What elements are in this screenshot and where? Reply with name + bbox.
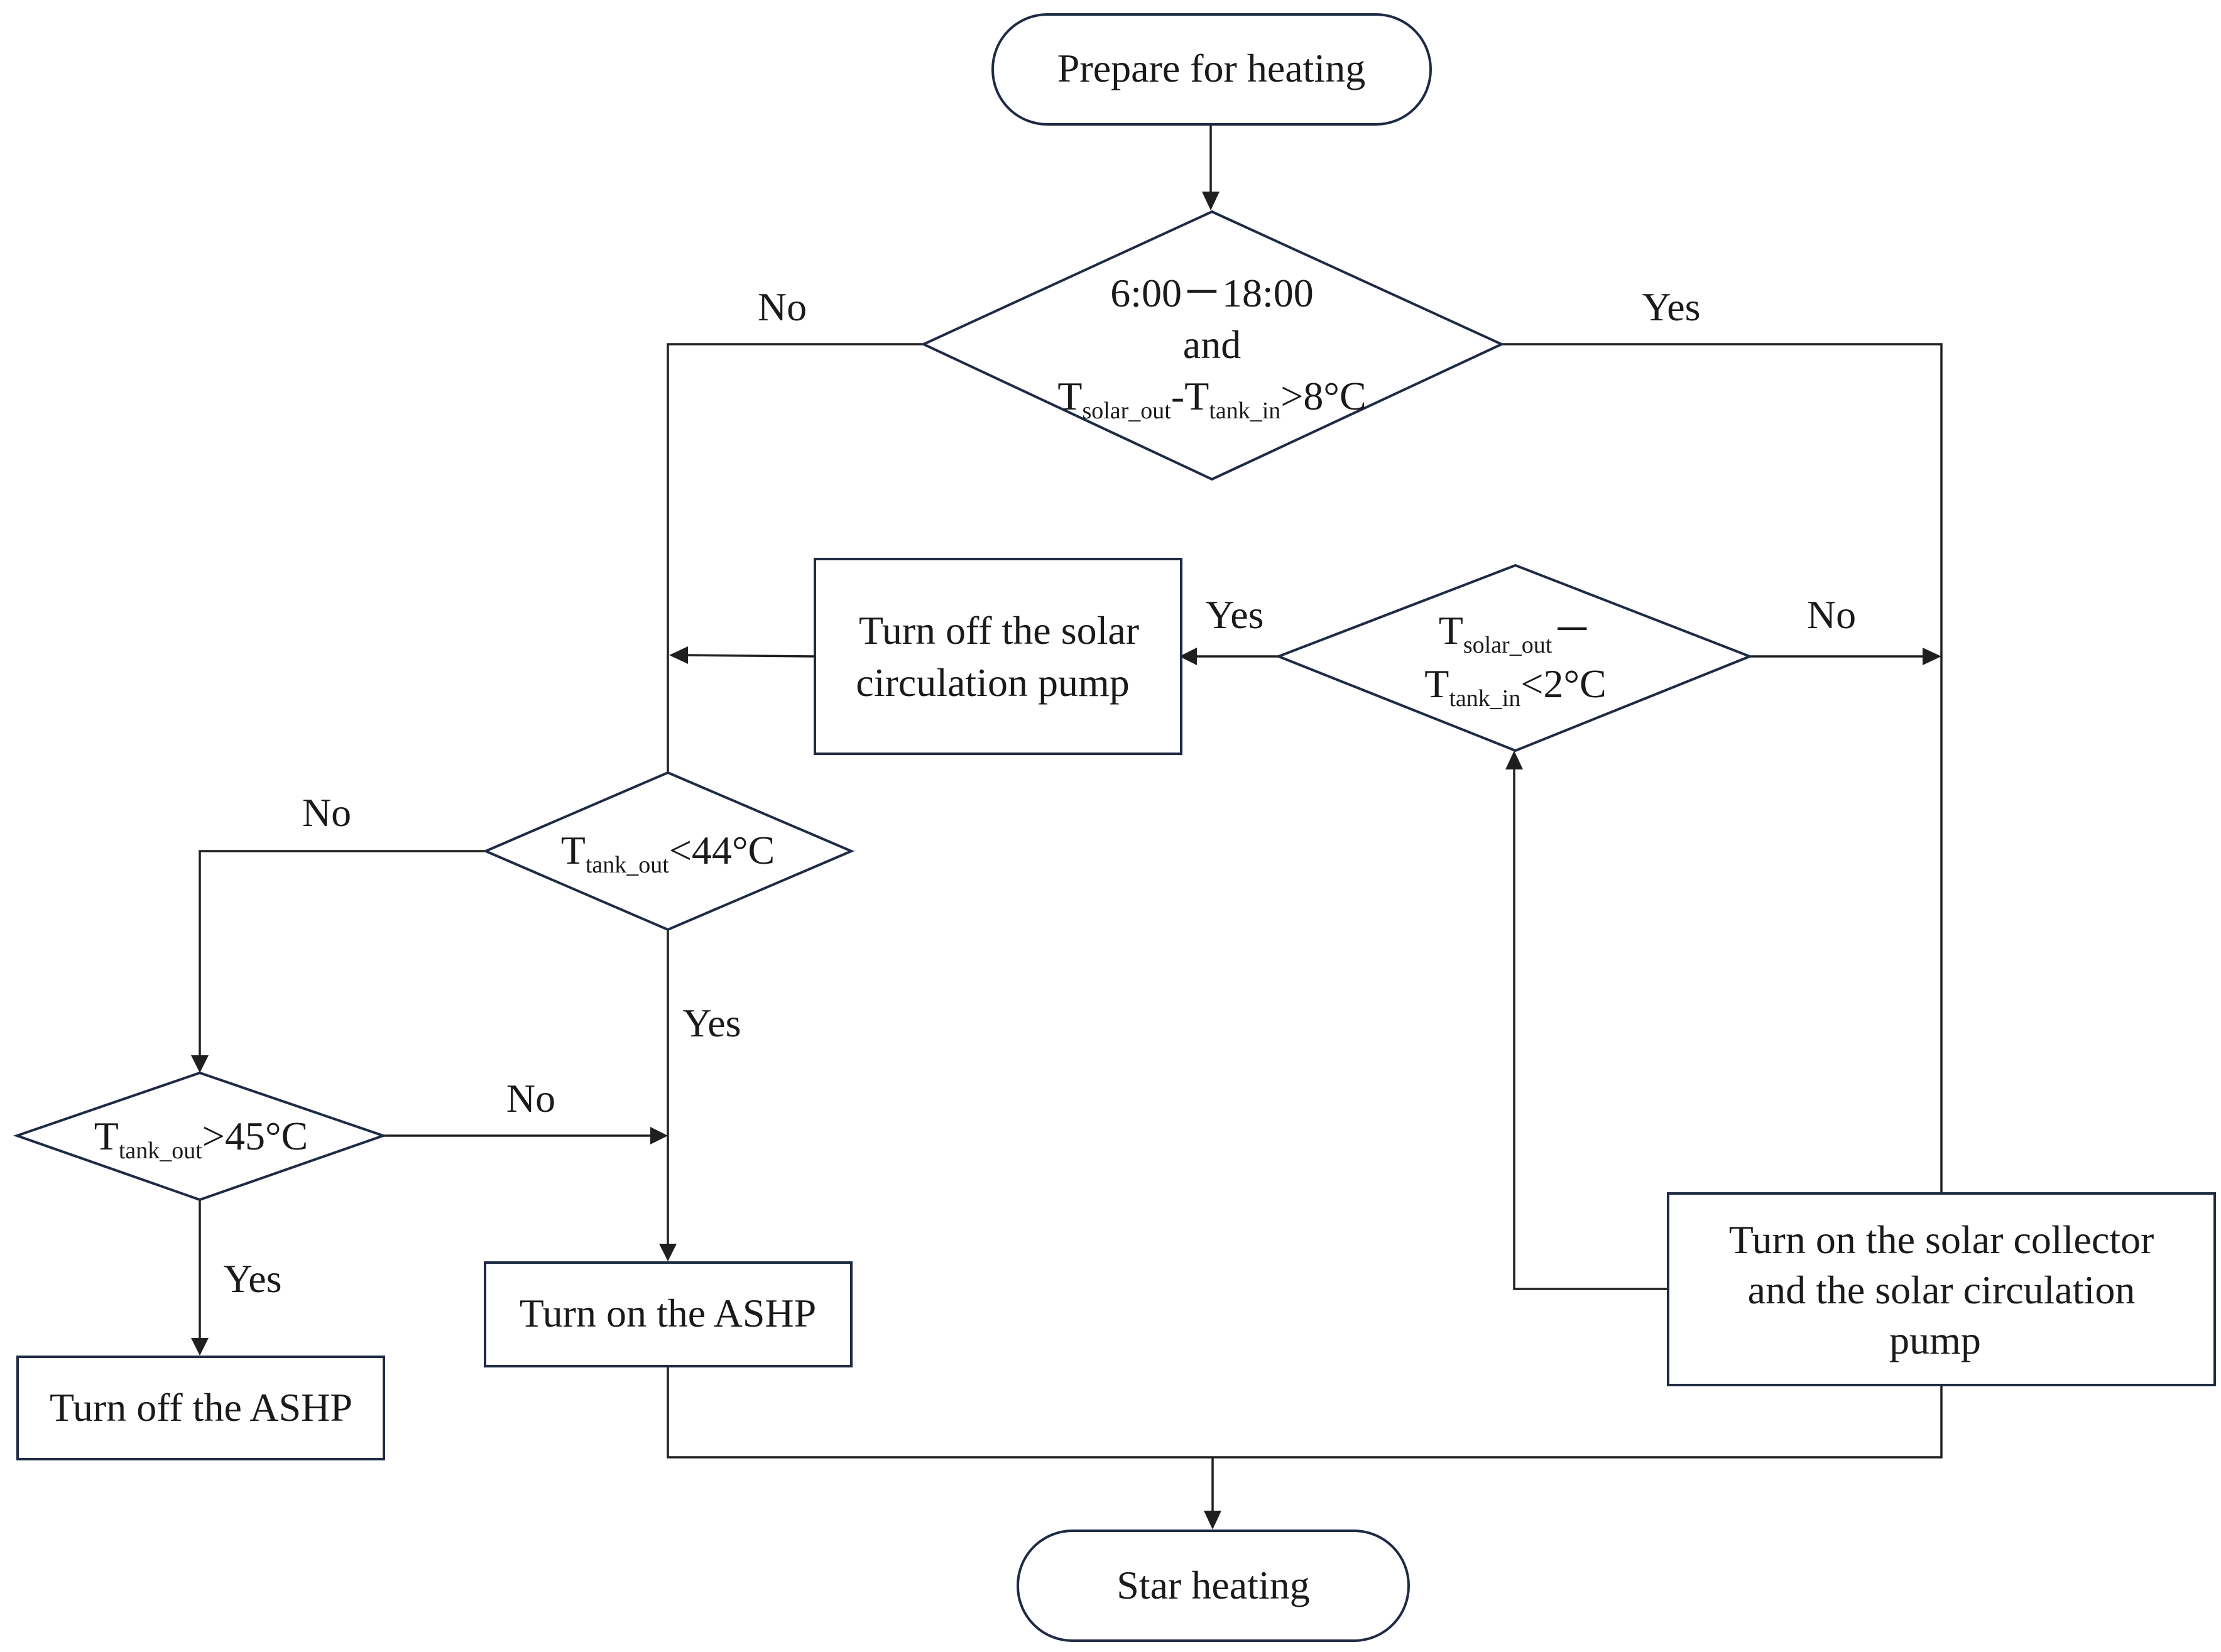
decision-tank45-label: Ttank_out>45°C xyxy=(94,1114,308,1164)
arrowhead xyxy=(1179,648,1197,665)
node-end: Star heating xyxy=(1017,1530,1410,1642)
formula-subscript: tank_in xyxy=(1449,685,1520,712)
arrowhead xyxy=(1204,1511,1221,1530)
node-start: Prepare for heating xyxy=(991,13,1432,126)
node-decision-tank44: Ttank_out<44°C xyxy=(482,771,855,932)
formula-tail: >45°C xyxy=(202,1114,308,1158)
edge-labels: No Yes Yes No No Yes No Yes xyxy=(223,285,1856,1301)
arrowhead xyxy=(669,646,688,664)
decision-time-line2: and xyxy=(1183,322,1241,367)
box-pump-off-line2: circulation pump xyxy=(856,660,1129,705)
formula-symbol: -T xyxy=(1171,374,1209,418)
formula-symbol: T xyxy=(94,1114,119,1158)
label-diff-yes: Yes xyxy=(1205,592,1263,637)
box-ashp-off-label: Turn off the ASHP xyxy=(50,1385,352,1430)
node-decision-tank45: Ttank_out>45°C xyxy=(13,1071,388,1202)
formula-subscript: tank_out xyxy=(586,852,669,878)
formula-subscript: solar_out xyxy=(1463,632,1553,658)
node-end-label: Star heating xyxy=(1116,1563,1309,1607)
node-box-solar-on: Turn on the solar collector and the sola… xyxy=(1667,1192,2216,1386)
box-pump-off-line1: Turn off the solar xyxy=(859,608,1139,653)
formula-symbol: T xyxy=(1424,661,1449,706)
label-t45-no: No xyxy=(506,1076,555,1121)
edge-pumpoff-to-left xyxy=(687,654,816,658)
arrowhead xyxy=(1923,648,1941,665)
label-time-no: No xyxy=(758,285,807,329)
formula-tail: <2°C xyxy=(1520,661,1606,706)
label-t45-yes: Yes xyxy=(223,1256,281,1301)
arrowhead xyxy=(1202,192,1220,210)
node-box-ashp-on: Turn on the ASHP xyxy=(484,1261,853,1367)
arrowhead xyxy=(650,1127,668,1144)
label-t44-no: No xyxy=(302,790,351,835)
node-box-pump-off: Turn off the solar circulation pump xyxy=(814,558,1182,755)
decision-diff-line1: Tsolar_out－ xyxy=(1439,608,1593,658)
formula-subscript: tank_out xyxy=(119,1138,202,1164)
connectors xyxy=(191,126,1943,1530)
edge-time-no xyxy=(667,343,924,773)
arrowhead xyxy=(191,1338,209,1356)
node-start-label: Prepare for heating xyxy=(1057,46,1365,90)
edge-time-yes xyxy=(1502,343,1943,1192)
decision-tank44-label: Ttank_out<44°C xyxy=(561,828,775,878)
box-solar-on-line2: and the solar circulation xyxy=(1748,1268,2136,1312)
label-time-yes: Yes xyxy=(1642,285,1700,329)
edge-solar-to-diff xyxy=(1513,769,1668,1290)
decision-time-line3: Tsolar_out-Ttank_in>8°C xyxy=(1057,374,1366,424)
arrowhead xyxy=(659,1244,677,1261)
arrowhead xyxy=(1505,751,1523,769)
formula-subscript: solar_out xyxy=(1082,398,1171,424)
label-diff-no: No xyxy=(1807,592,1856,637)
edge-ashp-on-to-merge xyxy=(667,1366,1943,1459)
node-box-ashp-off: Turn off the ASHP xyxy=(16,1356,385,1460)
node-decision-solar-diff: Tsolar_out－ Ttank_in<2°C xyxy=(1275,563,1754,753)
box-solar-on-line1: Turn on the solar collector xyxy=(1729,1217,2154,1262)
formula-symbol: T xyxy=(1057,374,1082,418)
edge-t44-no xyxy=(199,850,486,1055)
box-ashp-on-label: Turn on the ASHP xyxy=(520,1291,816,1335)
formula-subscript: tank_in xyxy=(1209,398,1280,424)
formula-tail: >8°C xyxy=(1280,374,1366,418)
decision-diff-line2: Ttank_in<2°C xyxy=(1424,661,1606,712)
node-decision-time: 6:00－18:00 and Tsolar_out-Ttank_in>8°C xyxy=(920,210,1505,481)
decision-time-line1: 6:00－18:00 xyxy=(1110,271,1314,315)
formula-tail: <44°C xyxy=(669,828,775,872)
formula-symbol: T xyxy=(561,828,586,872)
label-t44-yes: Yes xyxy=(682,1001,741,1045)
box-solar-on-line3: pump xyxy=(1889,1318,1981,1362)
formula-dash: － xyxy=(1552,608,1592,653)
arrowhead xyxy=(191,1055,209,1073)
formula-symbol: T xyxy=(1439,608,1463,653)
